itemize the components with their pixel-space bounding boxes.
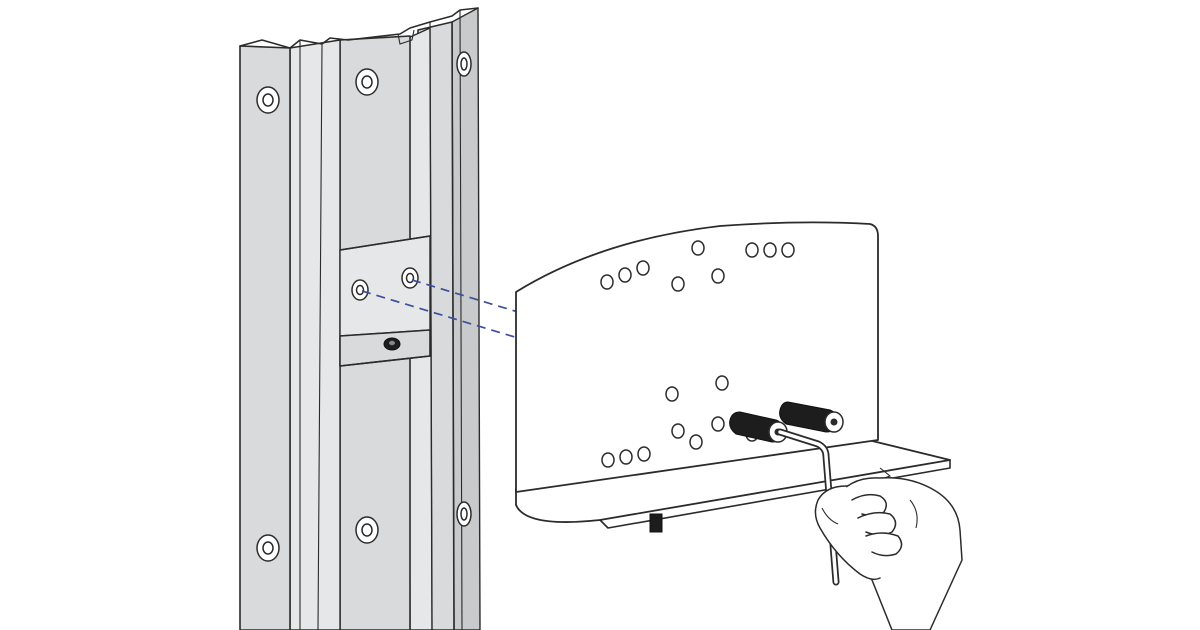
rail-slider-block	[339, 235, 431, 367]
set-screw-icon	[383, 337, 401, 351]
hand-icon	[814, 477, 963, 630]
rail-hole	[256, 86, 280, 114]
plate-hole-row	[600, 240, 795, 292]
slider-hole	[401, 267, 419, 289]
rail-hole	[456, 51, 472, 77]
rail-hole	[355, 516, 379, 544]
rail-hole	[456, 501, 472, 527]
bottom-stud-icon	[649, 513, 663, 533]
rail-hole	[256, 534, 280, 562]
rail-hole	[355, 68, 379, 96]
slider-hole	[351, 279, 369, 301]
socket-cap-screw-icon	[779, 401, 844, 433]
plate-hole-row	[601, 375, 759, 468]
wall-rail-icon	[239, 7, 481, 630]
hex-key-icon	[776, 428, 840, 586]
